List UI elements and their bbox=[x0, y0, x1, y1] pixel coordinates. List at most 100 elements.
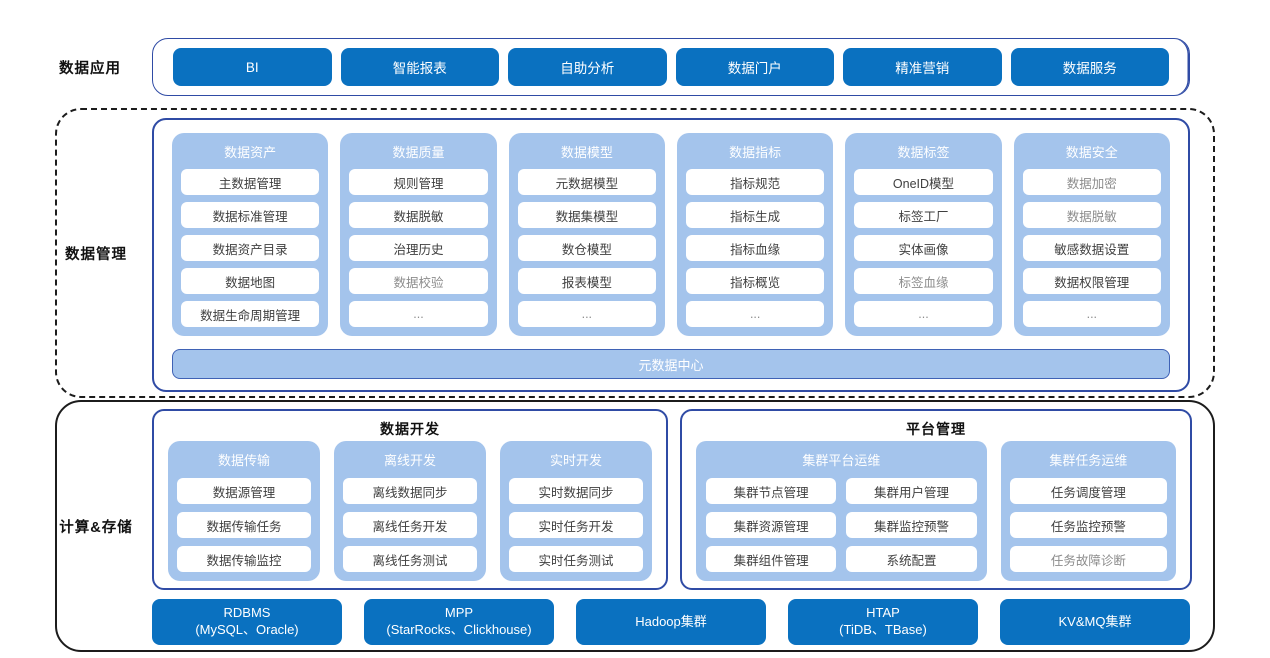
column-header: 集群平台运维 bbox=[802, 452, 881, 468]
column-header: 数据质量 bbox=[392, 144, 445, 160]
item-block: 任务监控预警 bbox=[1009, 512, 1167, 538]
storage-engine-block: MPP(StarRocks、Clickhouse) bbox=[364, 599, 554, 645]
cluster-task-ops-column: 集群任务运维 任务调度管理任务监控预警任务故障诊断 bbox=[1000, 441, 1176, 581]
storage-engine-block: HTAP(TiDB、TBase) bbox=[788, 599, 978, 645]
item-block: ... bbox=[517, 301, 656, 327]
storage-engine-block: KV&MQ集群 bbox=[1000, 599, 1190, 645]
dev-column: 离线开发离线数据同步离线任务开发离线任务测试 bbox=[334, 441, 486, 581]
app-block: 智能报表 bbox=[340, 48, 499, 86]
item-block: 报表模型 bbox=[517, 268, 656, 294]
item-block: 集群组件管理 bbox=[706, 546, 837, 572]
column-header: 数据指标 bbox=[729, 144, 782, 160]
storage-engines-row: RDBMS(MySQL、Oracle) MPP(StarRocks、Clickho… bbox=[152, 599, 1190, 645]
mgmt-column: 数据模型元数据模型数据集模型数仓模型报表模型... bbox=[508, 133, 665, 336]
column-header: 数据模型 bbox=[560, 144, 613, 160]
storage-engine-name: HTAP bbox=[866, 605, 900, 621]
item-block: 数据权限管理 bbox=[1022, 268, 1161, 294]
item-block: 数据生命周期管理 bbox=[181, 301, 320, 327]
mgmt-column: 数据指标指标规范指标生成指标血缘指标概览... bbox=[676, 133, 834, 336]
item-block: 实时任务测试 bbox=[509, 546, 643, 572]
item-block: 数据脱敏 bbox=[1022, 202, 1161, 228]
item-block: ... bbox=[349, 301, 488, 327]
item-block: 实时数据同步 bbox=[509, 478, 643, 504]
column-header: 数据资产 bbox=[224, 144, 277, 160]
storage-engine-name: KV&MQ集群 bbox=[1058, 613, 1132, 629]
item-block: 任务故障诊断 bbox=[1009, 546, 1167, 572]
mgmt-column: 数据资产主数据管理数据标准管理数据资产目录数据地图数据生命周期管理 bbox=[172, 133, 329, 336]
compute-storage-border bbox=[55, 400, 1215, 652]
item-block: 实时任务开发 bbox=[509, 512, 643, 538]
metadata-center-bar: 元数据中心 bbox=[172, 349, 1170, 379]
item-block: 数据加密 bbox=[1022, 169, 1161, 195]
item-block: 离线任务开发 bbox=[343, 512, 477, 538]
item-block: ... bbox=[1022, 301, 1161, 327]
storage-engine-block: RDBMS(MySQL、Oracle) bbox=[152, 599, 342, 645]
data-management-dashed-border bbox=[55, 108, 1215, 398]
item-block: ... bbox=[854, 301, 993, 327]
column-header: 集群任务运维 bbox=[1049, 452, 1128, 468]
item-block: 数据地图 bbox=[181, 268, 320, 294]
item-block: ... bbox=[685, 301, 825, 327]
item-block: 实体画像 bbox=[854, 235, 993, 261]
item-block: 数据传输任务 bbox=[177, 512, 311, 538]
app-block: 数据服务 bbox=[1010, 48, 1169, 86]
cluster-platform-ops-column: 集群平台运维 集群节点管理集群用户管理集群资源管理集群监控预警集群组件管理系统配… bbox=[696, 441, 987, 581]
storage-engine-block: Hadoop集群 bbox=[576, 599, 766, 645]
item-block: 集群资源管理 bbox=[706, 512, 837, 538]
storage-engine-detail: (TiDB、TBase) bbox=[839, 622, 927, 637]
platform-management-columns: 集群平台运维 集群节点管理集群用户管理集群资源管理集群监控预警集群组件管理系统配… bbox=[696, 441, 1176, 581]
item-block: 数据脱敏 bbox=[349, 202, 488, 228]
item-block: 数据集模型 bbox=[517, 202, 656, 228]
item-block: 数据资产目录 bbox=[181, 235, 320, 261]
column-header: 实时开发 bbox=[549, 452, 602, 468]
item-block: 集群监控预警 bbox=[846, 512, 977, 538]
item-block: 集群用户管理 bbox=[846, 478, 977, 504]
mgmt-column: 数据安全数据加密数据脱敏敏感数据设置数据权限管理... bbox=[1013, 133, 1170, 336]
storage-engine-name: MPP bbox=[444, 605, 474, 621]
item-block: 指标血缘 bbox=[685, 235, 825, 261]
storage-engine-name: Hadoop集群 bbox=[635, 613, 707, 629]
mgmt-column: 数据质量规则管理数据脱敏治理历史数据校验... bbox=[340, 133, 497, 336]
column-header: 数据传输 bbox=[217, 452, 270, 468]
item-block: 集群节点管理 bbox=[706, 478, 837, 504]
item-block: 数据标准管理 bbox=[181, 202, 320, 228]
item-block: 指标生成 bbox=[685, 202, 825, 228]
item-block: 指标概览 bbox=[685, 268, 825, 294]
app-block: 数据门户 bbox=[675, 48, 834, 86]
item-block: 数据源管理 bbox=[177, 478, 311, 504]
section-label-compute-storage: 计算&存储 bbox=[59, 519, 133, 536]
platform-management-title: 平台管理 bbox=[906, 420, 966, 437]
item-block: 离线任务测试 bbox=[343, 546, 477, 572]
data-development-title: 数据开发 bbox=[380, 420, 440, 437]
dev-column: 数据传输数据源管理数据传输任务数据传输监控 bbox=[168, 441, 320, 581]
item-block: 系统配置 bbox=[846, 546, 977, 572]
storage-engine-detail: (StarRocks、Clickhouse) bbox=[386, 622, 532, 637]
column-header: 离线开发 bbox=[383, 452, 436, 468]
item-block: 离线数据同步 bbox=[343, 478, 477, 504]
item-block: 任务调度管理 bbox=[1009, 478, 1167, 504]
data-management-container: 数据资产主数据管理数据标准管理数据资产目录数据地图数据生命周期管理数据质量规则管… bbox=[152, 118, 1190, 392]
item-block: 元数据模型 bbox=[517, 169, 656, 195]
dev-column: 实时开发实时数据同步实时任务开发实时任务测试 bbox=[500, 441, 652, 581]
item-block: 标签工厂 bbox=[854, 202, 993, 228]
data-development-columns: 数据传输数据源管理数据传输任务数据传输监控离线开发离线数据同步离线任务开发离线任… bbox=[168, 441, 652, 581]
item-block: 数仓模型 bbox=[517, 235, 656, 261]
section-label-data-management: 数据管理 bbox=[65, 246, 127, 263]
item-block: 治理历史 bbox=[349, 235, 488, 261]
item-block: 数据传输监控 bbox=[177, 546, 311, 572]
app-block: 精准营销 bbox=[843, 48, 1002, 86]
app-block: BI bbox=[173, 48, 332, 86]
item-block: 标签血缘 bbox=[854, 268, 993, 294]
section-label-data-apps: 数据应用 bbox=[59, 60, 121, 77]
platform-management-box: 平台管理 集群平台运维 集群节点管理集群用户管理集群资源管理集群监控预警集群组件… bbox=[680, 409, 1192, 590]
item-block: OneID模型 bbox=[854, 169, 993, 195]
item-block: 主数据管理 bbox=[181, 169, 320, 195]
item-block: 指标规范 bbox=[685, 169, 825, 195]
item-block: 敏感数据设置 bbox=[1022, 235, 1161, 261]
item-block: 数据校验 bbox=[349, 268, 488, 294]
column-header: 数据标签 bbox=[897, 144, 950, 160]
storage-engine-name: RDBMS bbox=[223, 605, 271, 621]
